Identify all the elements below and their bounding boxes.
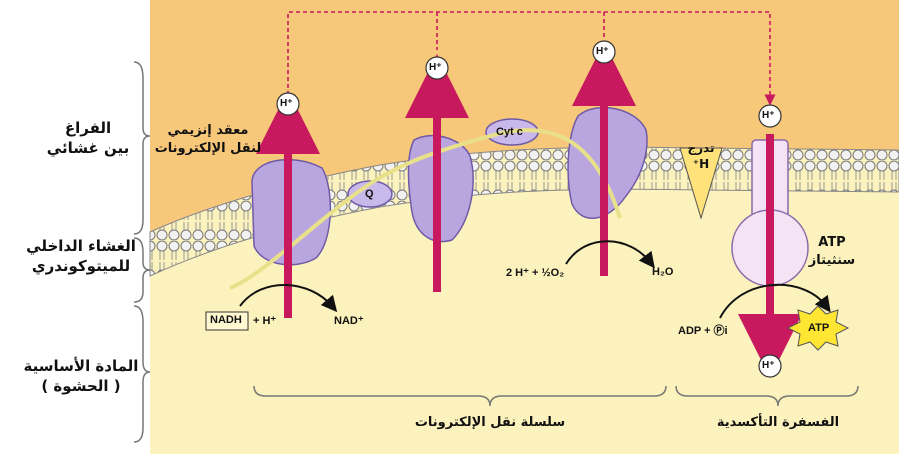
proton-label: H⁺ <box>762 360 775 371</box>
water-input-label: 2 H⁺ + ½O₂ <box>506 266 564 279</box>
q-label: Q <box>365 188 374 200</box>
atp-synthase-label: ATP سنثيتاز <box>796 234 868 269</box>
matrix-label: المادة الأساسية ( الحشوة ) <box>20 356 142 397</box>
enzyme-complex-label: معقد إنزيمي لنقل الإلكترونات <box>148 122 268 157</box>
inner-membrane-label: الغشاء الداخلي للميتوكوندري <box>20 236 142 277</box>
atp-label: ATP <box>808 322 829 334</box>
proton-label: H⁺ <box>280 98 293 109</box>
water-label: H₂O <box>652 266 673 278</box>
cyt-c-label: Cyt c <box>496 126 523 138</box>
nadh-label: NADH <box>210 314 242 326</box>
proton-label: H⁺ <box>762 110 775 121</box>
gradient-label: تدرج H⁺ <box>676 140 726 172</box>
intermembrane-label: الفراغ بين غشائي <box>34 118 142 159</box>
adp-label: ADP + Ⓟi <box>678 322 728 338</box>
etc-label: سلسلة نقل الإلكترونات <box>390 414 590 432</box>
proton-label: H⁺ <box>596 46 609 57</box>
oxphos-label: الفسفرة التأكسدية <box>700 414 856 432</box>
nad-label: NAD⁺ <box>334 314 364 327</box>
nadh-h-label: + H⁺ <box>253 314 276 327</box>
proton-label: H⁺ <box>429 62 442 73</box>
